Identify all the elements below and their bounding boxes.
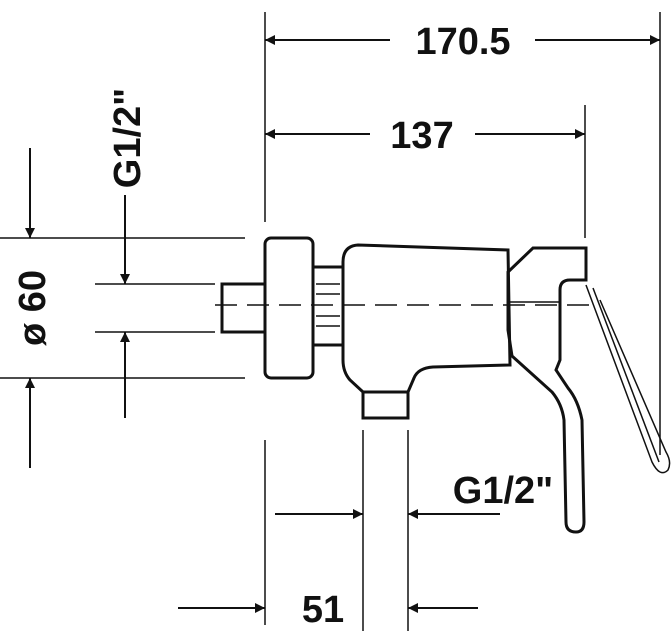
- dimension-outlet-thread-label: G1/2": [453, 470, 553, 512]
- dimension-body-width: 137: [265, 115, 585, 157]
- mixer-body: [341, 243, 512, 394]
- dimension-overall-width: 170.5: [265, 21, 660, 63]
- lever-handle: [506, 246, 588, 534]
- dimension-diameter: ø 60: [12, 148, 54, 468]
- extension-lines: [0, 12, 661, 631]
- dimension-inlet-thread-label: G1/2": [107, 88, 149, 188]
- dimension-outlet-thread: G1/2": [275, 470, 553, 519]
- outlet-spout: [361, 390, 410, 420]
- dimension-overall-width-label: 170.5: [415, 21, 510, 63]
- dimension-body-width-label: 137: [390, 115, 453, 157]
- wall-connector: [220, 282, 267, 334]
- escutcheon: [263, 236, 315, 380]
- dimension-diameter-label: ø 60: [12, 270, 54, 346]
- dimension-outlet-offset: 51: [178, 589, 478, 631]
- lever-open-position: [585, 284, 671, 474]
- mixer-drawing: [220, 236, 671, 534]
- dimension-outlet-offset-label: 51: [302, 589, 344, 631]
- threaded-nut: [311, 265, 345, 347]
- dimension-inlet-thread: G1/2": [107, 88, 149, 418]
